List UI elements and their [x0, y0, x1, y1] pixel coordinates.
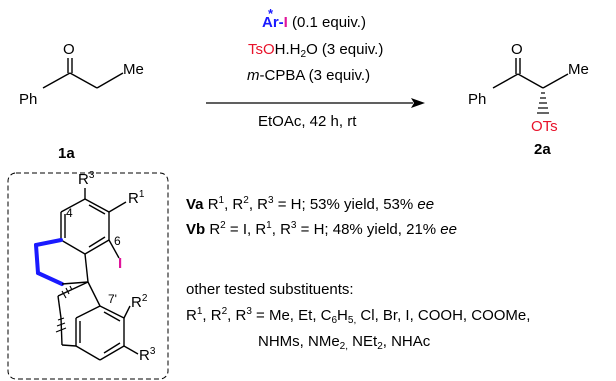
- sm-label: 1a: [58, 145, 75, 162]
- substituents-line-2: NHMs, NMe2, NEt2, NHAc: [258, 333, 431, 352]
- product-label: 2a: [534, 141, 551, 158]
- catalyst-bold-bonds: [34, 238, 64, 286]
- va-result: Va R1, R2, R3 = H; 53% yield, 53% ee: [186, 195, 435, 214]
- catalyst-hashed-bonds: [55, 285, 73, 333]
- product-methyl: Me: [568, 61, 589, 78]
- acid-reagent: TsOH.H2O (3 equiv.): [248, 41, 384, 60]
- product-structure: [492, 58, 569, 89]
- reaction-conditions: EtOAc, 42 h, rt: [258, 113, 357, 130]
- catalyst-structure: [57, 188, 139, 361]
- catalyst-ar: Ar*: [262, 6, 279, 31]
- catalyst-pos4: 4: [66, 206, 73, 220]
- substituents-line-1: R1, R2, R3 = Me, Et, C6H5, Cl, Br, I, CO…: [186, 306, 531, 326]
- product-oxygen: O: [511, 41, 523, 58]
- sm-methyl: Me: [123, 61, 144, 78]
- sm-oxygen: O: [63, 41, 75, 58]
- iodo-bond: [108, 239, 120, 259]
- catalyst-pos7prime: 7': [108, 292, 117, 306]
- vb-result: Vb R2 = I, R1, R3 = H; 48% yield, 21% ee: [186, 220, 457, 239]
- catalyst-r3-bottom: R3: [139, 346, 156, 365]
- catalyst-r3-top: R3: [78, 170, 95, 189]
- catalyst-r2: R2: [131, 293, 148, 312]
- catalyst-reagent: Ar*-I (0.1 equiv.): [262, 6, 366, 31]
- sm-phenyl: Ph: [19, 91, 38, 108]
- catalyst-pos6: 6: [114, 234, 121, 248]
- reaction-arrow: [206, 98, 425, 108]
- other-substituents-heading: other tested substituents:: [186, 281, 354, 298]
- catalyst-dashed-frame: [7, 172, 169, 380]
- product-hashed-bond: [537, 92, 549, 114]
- product-ots: OTs: [531, 118, 558, 135]
- starting-material-structure: [42, 58, 124, 89]
- product-phenyl: Ph: [468, 91, 487, 108]
- oxidant-reagent: m-CPBA (3 equiv.): [247, 67, 371, 84]
- catalyst-iodo: I: [118, 255, 123, 272]
- catalyst-r1: R1: [128, 189, 145, 208]
